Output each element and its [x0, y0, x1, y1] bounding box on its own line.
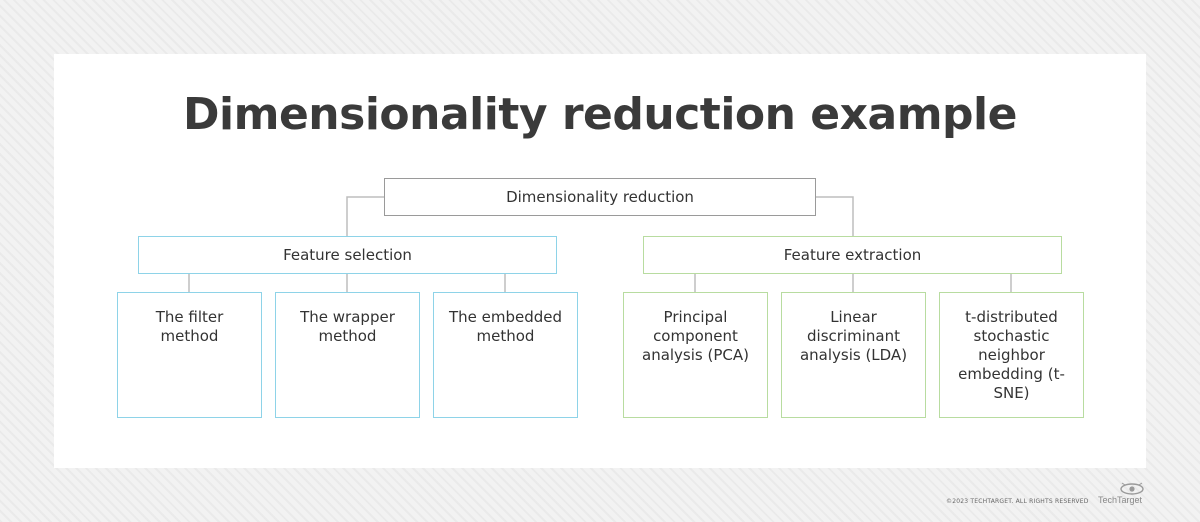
node-label: Feature selection: [283, 246, 412, 264]
node-dimensionality-reduction: Dimensionality reduction: [384, 178, 816, 216]
eye-icon: [1120, 482, 1144, 495]
node-label: Feature extraction: [783, 246, 922, 264]
node-label: Dimensionality reduction: [506, 188, 694, 206]
techtarget-logo-text: TechTarget: [1098, 495, 1143, 505]
connector-root-to-extraction: [816, 196, 854, 237]
leaf-label: Linear discriminant analysis (LDA): [799, 308, 908, 364]
connector-root-to-selection: [346, 196, 384, 237]
node-feature-extraction: Feature extraction: [643, 236, 1062, 274]
leaf-wrapper-method: The wrapper method: [275, 292, 420, 418]
copyright-notice: ©2023 TECHTARGET. ALL RIGHTS RESERVED: [946, 498, 1089, 505]
leaf-label: The wrapper method: [300, 308, 395, 345]
leaf-embedded-method: The embedded method: [433, 292, 578, 418]
leaf-label: Principal component analysis (PCA): [642, 308, 749, 364]
diagram-title: Dimensionality reduction example: [183, 89, 1017, 140]
leaf-pca: Principal component analysis (PCA): [623, 292, 768, 418]
leaf-tsne: t-distributed stochastic neighbor embedd…: [939, 292, 1084, 418]
leaf-lda: Linear discriminant analysis (LDA): [781, 292, 926, 418]
leaf-label: t-distributed stochastic neighbor embedd…: [958, 308, 1065, 402]
node-feature-selection: Feature selection: [138, 236, 557, 274]
leaf-filter-method: The filter method: [117, 292, 262, 418]
leaf-label: The filter method: [155, 308, 224, 345]
leaf-label: The embedded method: [448, 308, 563, 345]
